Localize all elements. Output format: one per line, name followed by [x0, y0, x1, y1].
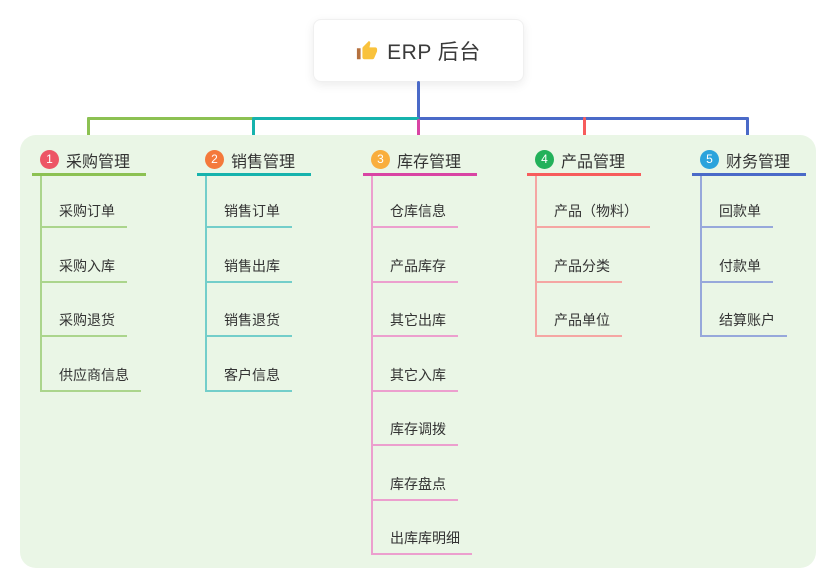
- child-node-label: 采购退货: [42, 310, 127, 337]
- branch-title-label: 销售管理: [231, 153, 296, 171]
- root-node[interactable]: ERP 后台: [313, 19, 524, 82]
- branch-children: 销售订单销售出库销售退货客户信息: [205, 176, 311, 392]
- thumbs-up-icon: [357, 40, 378, 59]
- branch-children: 采购订单采购入库采购退货供应商信息: [40, 176, 146, 392]
- branch-1: 1 采购管理采购订单采购入库采购退货供应商信息: [32, 146, 146, 392]
- child-node[interactable]: 产品单位: [537, 283, 650, 337]
- child-node-label: 销售退货: [207, 310, 292, 337]
- child-node-label: 其它出库: [373, 310, 458, 337]
- child-node-label: 库存调拨: [373, 419, 458, 446]
- branch-number-badge: 2: [205, 150, 224, 169]
- child-node[interactable]: 库存调拨: [373, 392, 477, 446]
- connector-drop-branch5: [746, 117, 749, 148]
- branch-title-node[interactable]: 3 库存管理: [363, 146, 477, 176]
- connector-drop-branch3: [417, 119, 420, 148]
- branch-number-badge: 5: [700, 150, 719, 169]
- child-node-label: 回款单: [702, 201, 773, 228]
- child-node-label: 付款单: [702, 256, 773, 283]
- child-node-label: 结算账户: [702, 310, 787, 337]
- connector-drop-branch2: [252, 117, 255, 147]
- child-node[interactable]: 产品（物料）: [537, 176, 650, 228]
- child-node-label: 客户信息: [207, 365, 292, 392]
- child-node[interactable]: 其它出库: [373, 283, 477, 337]
- branch-title-node[interactable]: 1 采购管理: [32, 146, 146, 176]
- connector-drop-branch1: [87, 117, 90, 147]
- branch-4: 4 产品管理产品（物料） 产品分类产品单位: [527, 146, 650, 337]
- branch-children: 回款单付款单结算账户: [700, 176, 806, 337]
- child-node[interactable]: 销售退货: [207, 283, 311, 337]
- branch-children: 产品（物料） 产品分类产品单位: [535, 176, 650, 337]
- child-node-label: 产品单位: [537, 310, 622, 337]
- child-node[interactable]: 产品分类: [537, 228, 650, 283]
- child-node[interactable]: 仓库信息: [373, 176, 477, 228]
- child-node[interactable]: 库存盘点: [373, 446, 477, 501]
- branch-number-badge: 1: [40, 150, 59, 169]
- branch-title-node[interactable]: 5 财务管理: [692, 146, 806, 176]
- child-node-label: 采购入库: [42, 256, 127, 283]
- child-node-label: 出库库明细: [373, 528, 472, 555]
- child-node-label: 销售订单: [207, 201, 292, 228]
- child-node-label: 其它入库: [373, 365, 458, 392]
- child-node-label: 产品库存: [373, 256, 458, 283]
- branch-5: 5 财务管理回款单付款单结算账户: [692, 146, 806, 337]
- child-node-label: 产品分类: [537, 256, 622, 283]
- branch-title-label: 产品管理: [561, 153, 626, 171]
- root-node-label: ERP 后台: [387, 40, 481, 64]
- child-node[interactable]: 采购退货: [42, 283, 146, 337]
- branch-number-badge: 4: [535, 150, 554, 169]
- connector-bus-branch2: [253, 117, 419, 120]
- child-node-label: 销售出库: [207, 256, 292, 283]
- connector-bus-branch1: [87, 117, 254, 120]
- mindmap-panel: [20, 135, 816, 568]
- child-node[interactable]: 出库库明细: [373, 501, 477, 555]
- branch-title-label: 采购管理: [66, 153, 131, 171]
- child-node[interactable]: 其它入库: [373, 337, 477, 392]
- child-node[interactable]: 采购入库: [42, 228, 146, 283]
- child-node-label: 产品（物料）: [537, 201, 650, 228]
- branch-title-label: 库存管理: [397, 153, 462, 171]
- branch-title-node[interactable]: 2 销售管理: [197, 146, 311, 176]
- branch-title-node[interactable]: 4 产品管理: [527, 146, 641, 176]
- child-node[interactable]: 供应商信息: [42, 337, 146, 392]
- branch-2: 2 销售管理销售订单销售出库销售退货客户信息: [197, 146, 311, 392]
- child-node-label: 库存盘点: [373, 474, 458, 501]
- branch-children: 仓库信息产品库存其它出库其它入库库存调拨库存盘点出库库明细: [371, 176, 477, 555]
- branch-3: 3 库存管理仓库信息产品库存其它出库其它入库库存调拨库存盘点出库库明细: [363, 146, 477, 555]
- connector-drop-branch4: [583, 117, 586, 148]
- child-node[interactable]: 回款单: [702, 176, 806, 228]
- child-node-label: 供应商信息: [42, 365, 141, 392]
- child-node[interactable]: 销售订单: [207, 176, 311, 228]
- branch-title-label: 财务管理: [726, 153, 791, 171]
- child-node-label: 仓库信息: [373, 201, 458, 228]
- child-node[interactable]: 产品库存: [373, 228, 477, 283]
- connector-root-vertical: [417, 81, 420, 120]
- child-node[interactable]: 销售出库: [207, 228, 311, 283]
- child-node[interactable]: 采购订单: [42, 176, 146, 228]
- child-node[interactable]: 结算账户: [702, 283, 806, 337]
- child-node[interactable]: 付款单: [702, 228, 806, 283]
- child-node-label: 采购订单: [42, 201, 127, 228]
- branch-number-badge: 3: [371, 150, 390, 169]
- child-node[interactable]: 客户信息: [207, 337, 311, 392]
